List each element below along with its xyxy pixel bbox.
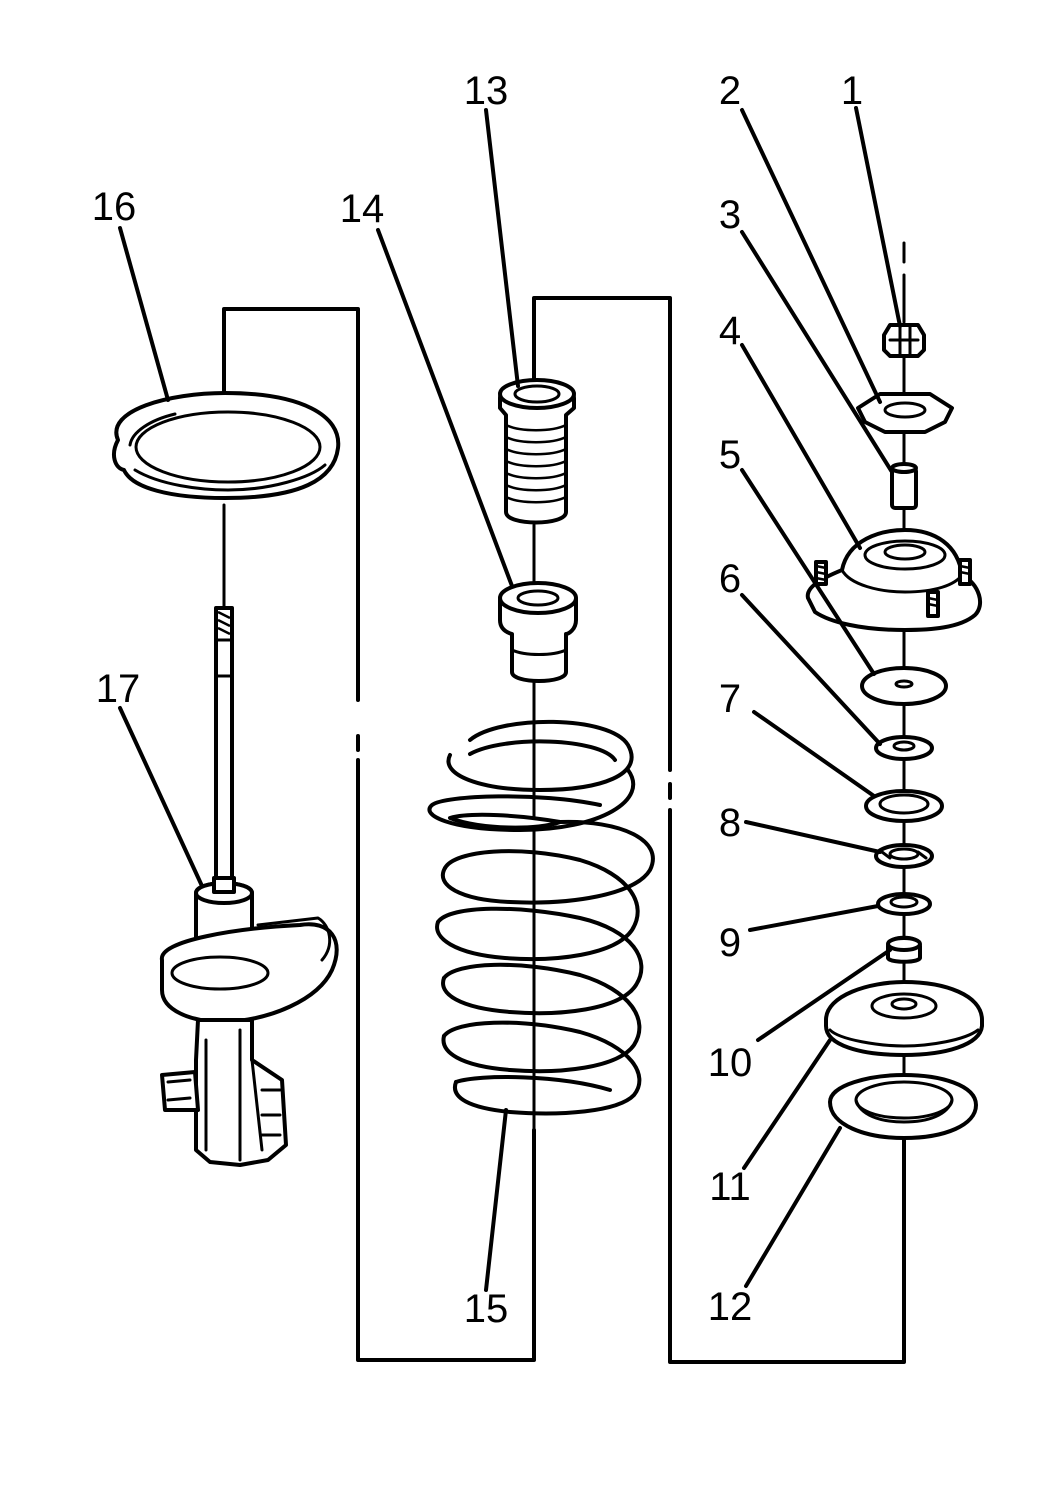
part-6-washer <box>874 735 934 761</box>
callout-8: 8 <box>719 801 741 845</box>
part-5-washer <box>860 666 948 706</box>
callout-14: 14 <box>340 187 385 231</box>
callout-15: 15 <box>464 1287 509 1331</box>
part-9-washer <box>876 892 932 916</box>
callout-4: 4 <box>719 309 741 353</box>
callout-5: 5 <box>719 433 741 477</box>
part-17-strut-assembly <box>160 606 339 1167</box>
part-4-strut-mount <box>805 528 983 632</box>
part-16-spring-insulator <box>112 391 341 500</box>
callout-3: 3 <box>719 193 741 237</box>
callout-1: 1 <box>841 69 863 113</box>
callout-7: 7 <box>719 677 741 721</box>
part-3-spacer <box>890 462 918 510</box>
callout-labels: 1 2 3 4 5 6 7 8 9 10 11 12 13 14 15 16 1… <box>92 69 863 1331</box>
callout-11: 11 <box>709 1165 751 1209</box>
callout-13: 13 <box>464 69 509 113</box>
callout-12: 12 <box>708 1285 753 1329</box>
part-12-insulator <box>828 1073 978 1140</box>
part-8-bearing <box>874 843 934 869</box>
part-7-bearing <box>864 789 944 823</box>
part-1-nut <box>882 323 926 358</box>
leader-lines <box>118 106 902 1292</box>
callout-16: 16 <box>92 185 137 229</box>
callout-9: 9 <box>719 921 741 965</box>
callout-6: 6 <box>719 557 741 601</box>
part-11-spring-seat <box>824 980 984 1057</box>
callout-17: 17 <box>96 667 141 711</box>
part-10-bushing <box>886 935 922 964</box>
callout-2: 2 <box>719 69 741 113</box>
part-15-coil-spring <box>427 719 655 1116</box>
part-13-dust-boot <box>498 378 576 525</box>
part-14-bump-stop <box>498 581 578 683</box>
callout-10: 10 <box>708 1041 753 1085</box>
part-2-upper-plate <box>856 392 954 434</box>
